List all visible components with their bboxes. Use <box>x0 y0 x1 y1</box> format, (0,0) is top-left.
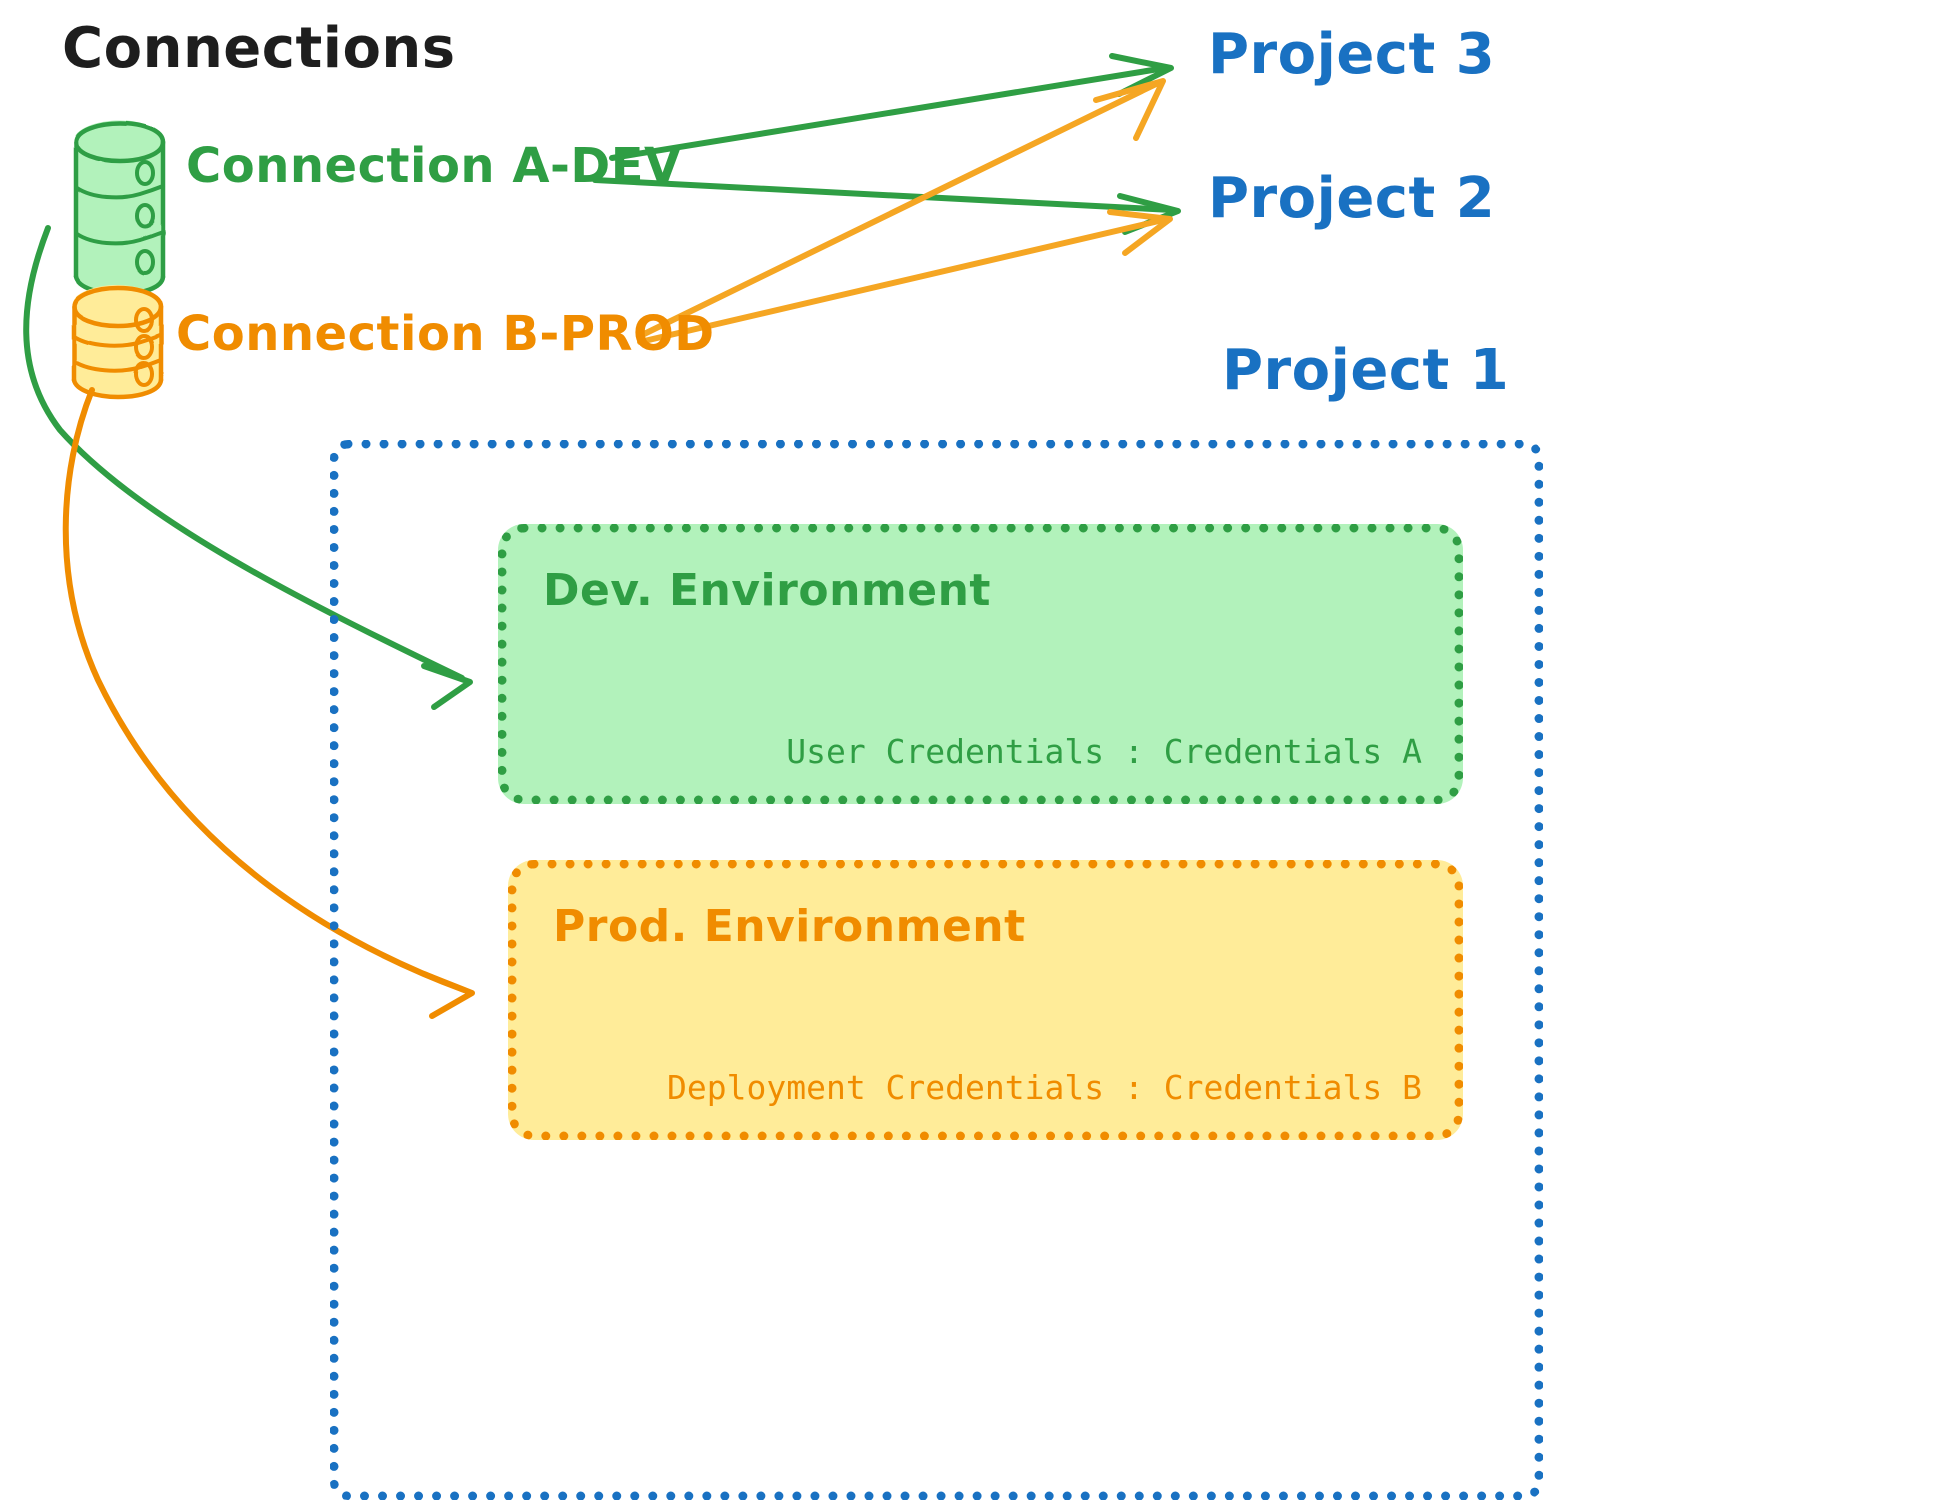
project-1-container[interactable] <box>330 440 1543 1500</box>
prod-environment-title: Prod. Environment <box>553 901 1026 952</box>
database-cylinder-icon-green <box>73 120 166 297</box>
prod-environment-box[interactable]: Prod. Environment Deployment Credentials… <box>508 860 1463 1140</box>
dev-environment-box[interactable]: Dev. Environment User Credentials : Cred… <box>498 524 1463 804</box>
dev-environment-title: Dev. Environment <box>543 565 991 616</box>
connection-label-b-prod[interactable]: Connection B-PROD <box>176 306 715 362</box>
database-cylinder-icon-orange <box>71 285 164 400</box>
page-title: Connections <box>62 16 456 81</box>
connection-label-a-dev[interactable]: Connection A-DEV <box>186 138 682 194</box>
project-label-project-3[interactable]: Project 3 <box>1208 22 1496 87</box>
project-label-project-2[interactable]: Project 2 <box>1208 166 1496 231</box>
edge-conn-a-to-project-3 <box>609 53 1174 161</box>
prod-environment-credentials: Deployment Credentials : Credentials B <box>667 1068 1422 1107</box>
dev-environment-credentials: User Credentials : Credentials A <box>786 732 1422 771</box>
project-label-project-1[interactable]: Project 1 <box>1222 338 1510 403</box>
edge-conn-b-to-project-2 <box>637 209 1173 345</box>
edge-conn-b-to-project-3 <box>637 78 1166 339</box>
edge-conn-a-to-project-2 <box>592 177 1181 235</box>
